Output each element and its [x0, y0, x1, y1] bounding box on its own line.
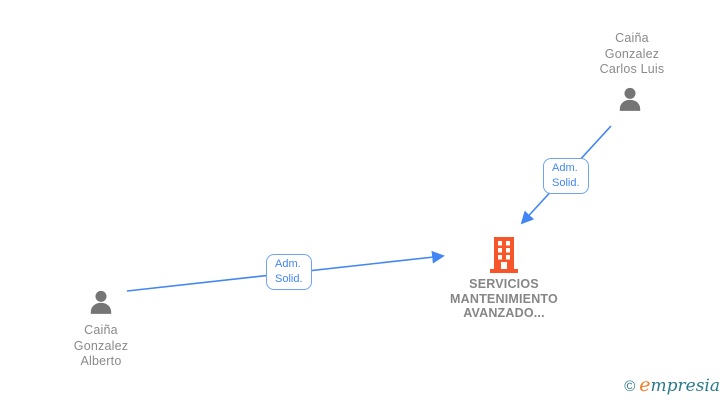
person-name-label: Caiña Gonzalez Carlos Luis: [552, 31, 712, 78]
edge-label-line: Adm.: [552, 162, 578, 174]
edge-label-line: Adm.: [275, 258, 301, 270]
person-icon: [613, 84, 647, 118]
edge-label-line: Solid.: [275, 273, 303, 285]
edge-label-line: Solid.: [552, 177, 580, 189]
name-line: MANTENIMIENTO: [450, 291, 558, 306]
building-icon: [487, 236, 521, 274]
empresia-logo[interactable]: ©empresia: [624, 374, 720, 396]
brand-initial: e: [639, 374, 651, 396]
name-line: Caiña: [84, 323, 118, 337]
name-line: Gonzalez: [73, 338, 129, 353]
name-line: Gonzalez: [604, 46, 660, 61]
name-line: AVANZADO...: [463, 306, 545, 320]
name-line: Alberto: [80, 354, 122, 368]
person-name-label: Caiña Gonzalez Alberto: [21, 323, 181, 370]
copyright-icon: ©: [624, 378, 636, 395]
name-line: Caiña: [615, 31, 649, 45]
person-icon: [84, 287, 118, 321]
brand-rest: mpresia: [650, 376, 721, 396]
company-name-label: SERVICIOS MANTENIMIENTO AVANZADO...: [414, 277, 594, 321]
edge-label-adm-solid-top[interactable]: Adm. Solid.: [543, 158, 589, 194]
name-line: SERVICIOS: [469, 277, 539, 291]
edge-label-adm-solid-bottom[interactable]: Adm. Solid.: [266, 254, 312, 290]
name-line: Carlos Luis: [599, 62, 665, 76]
